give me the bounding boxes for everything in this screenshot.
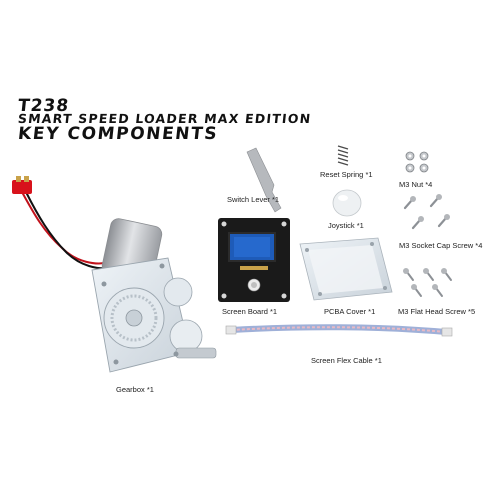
label-pcba-cover: PCBA Cover *1	[324, 307, 376, 316]
label-reset-spring: Reset Spring *1	[320, 170, 373, 179]
pcba-cover-image	[299, 237, 393, 301]
m3-socket-cap-screw-image	[403, 196, 448, 230]
m3-flat-head-screw-image	[406, 271, 452, 297]
label-screen-flex-cable: Screen Flex Cable *1	[311, 356, 382, 365]
label-joystick: Joystick *1	[328, 221, 364, 230]
reset-spring-image	[337, 145, 349, 166]
label-m3-nut: M3 Nut *4	[399, 180, 433, 189]
label-switch-lever: Switch Lever *1	[227, 195, 280, 204]
label-screen-board: Screen Board *1	[222, 307, 278, 316]
switch-lever-image	[246, 147, 282, 213]
joystick-image	[332, 189, 362, 217]
screen-board-image	[218, 218, 290, 302]
label-m3-socket-cap-screw: M3 Socket Cap Screw *4	[399, 241, 483, 250]
gearbox-image	[12, 176, 217, 373]
label-gearbox: Gearbox *1	[116, 385, 154, 394]
label-m3-flat-head-screw: M3 Flat Head Screw *5	[398, 307, 476, 316]
screen-flex-cable-image	[225, 324, 453, 337]
connector-plug	[12, 176, 32, 194]
